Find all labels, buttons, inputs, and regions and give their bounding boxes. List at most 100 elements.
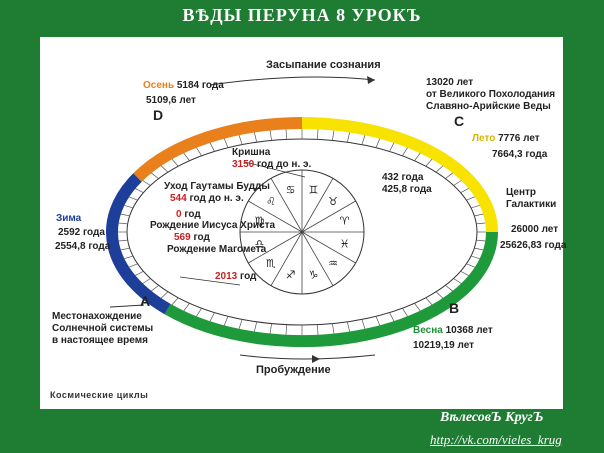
- ring-tick: [135, 188, 144, 194]
- autumn-arc: [133, 117, 303, 182]
- ring-tick: [460, 188, 469, 194]
- ring-tick: [128, 196, 138, 201]
- ring-tick: [196, 147, 202, 157]
- ring-tick: [128, 263, 138, 268]
- ring-tick: [474, 247, 484, 251]
- galactic-years: 26000 лет: [511, 224, 559, 235]
- zodiac-glyph: ♏: [266, 257, 276, 270]
- ring-tick: [453, 278, 462, 284]
- location-line3: в настоящее время: [52, 335, 148, 346]
- ring-tick: [316, 324, 319, 335]
- galaxy-center-line1: Центр: [506, 187, 537, 198]
- ring-tick: [445, 285, 453, 292]
- ring-tick: [285, 324, 288, 335]
- now-suffix: год: [240, 271, 257, 282]
- galactic-alt: 25626,83 года: [500, 240, 567, 251]
- zodiac-divider: [301, 178, 334, 233]
- ring-tick: [361, 319, 366, 329]
- ring-tick: [254, 321, 258, 332]
- ring-tick: [223, 316, 229, 326]
- krishna-date: 3150 год до н. э.: [232, 159, 311, 171]
- summer-alt: 7664,3 года: [492, 149, 548, 160]
- zodiac-dividers: [240, 170, 364, 294]
- bottom-arrow-head: [312, 355, 320, 363]
- ring-tick: [402, 147, 408, 157]
- ring-tick: [142, 180, 151, 186]
- cycle-diagram: ♈♉♊♋♌♍♎♏♐♑♒♓: [106, 76, 498, 363]
- ring-tick: [183, 152, 190, 161]
- mohammed-date: 569 год: [174, 232, 210, 244]
- ring-tick: [238, 319, 243, 329]
- winter-years: 2592 года: [58, 227, 105, 238]
- location-line2: Солнечной системы: [52, 323, 154, 334]
- top-arrow: [209, 76, 376, 86]
- ring-tick: [209, 312, 215, 322]
- ring-tick: [171, 158, 179, 167]
- ring-tick: [160, 291, 169, 299]
- awakening-label: Пробуждение: [256, 364, 331, 376]
- zodiac-glyph: ♊: [308, 183, 318, 196]
- ring-tick: [183, 303, 190, 312]
- zodiac-glyph: ♌: [266, 195, 276, 208]
- cycle-432-line2: 425,8 года: [382, 184, 432, 195]
- source-link[interactable]: http://vk.com/vieles_krug: [430, 432, 562, 447]
- now-date: 2013 год: [215, 271, 256, 283]
- 2013-pointer: [179, 276, 241, 286]
- point-d: D: [153, 107, 164, 123]
- ring-tick: [124, 205, 134, 209]
- zodiac-divider: [301, 231, 334, 286]
- ring-tick: [135, 270, 144, 276]
- zero-year: 0: [176, 209, 182, 220]
- buddha-year: 544: [170, 193, 187, 204]
- ring-tick: [332, 323, 335, 334]
- ring-tick: [414, 303, 421, 312]
- buddha-date: 544 год до н. э.: [170, 193, 244, 205]
- ring-tick: [120, 247, 130, 251]
- winter-name: Зима: [56, 213, 82, 224]
- spring-years: 10368 лет: [445, 325, 493, 336]
- summer-years: 7776 лет: [498, 133, 540, 144]
- now-year: 2013: [215, 271, 238, 282]
- winter-arc: [106, 173, 171, 315]
- location-pointer: [109, 304, 145, 308]
- ring-tick: [389, 312, 395, 322]
- spring-alt: 10219,19 лет: [413, 340, 475, 351]
- ring-tick: [238, 135, 243, 145]
- buddha-suffix: год до н. э.: [189, 193, 244, 204]
- spring-arc: [164, 231, 498, 348]
- zodiac-divider: [270, 178, 303, 233]
- zodiac-divider: [248, 200, 303, 233]
- ring-tick: [124, 255, 134, 259]
- ring-tick: [209, 142, 215, 152]
- mohammed-suffix: год: [193, 232, 210, 243]
- ring-tick: [346, 321, 350, 332]
- zero-date: 0 год: [176, 209, 201, 221]
- ring-tick: [269, 323, 272, 334]
- ring-ticks: [118, 129, 486, 335]
- zodiac-divider: [301, 231, 356, 264]
- galaxy-center-line2: Галактики: [506, 199, 557, 210]
- point-a: A: [140, 293, 151, 309]
- zodiac-glyph: ♉: [328, 195, 338, 208]
- ring-tick: [285, 129, 288, 140]
- cycle-13020-line1: 13020 лет: [426, 77, 474, 88]
- ring-tick: [435, 165, 444, 173]
- ring-tick: [476, 222, 486, 225]
- ring-tick: [160, 165, 169, 173]
- ring-tick: [414, 152, 421, 161]
- spring-name: Весна: [413, 325, 443, 336]
- summer-label: Лето 7776 лет: [472, 133, 540, 145]
- krishna-year: 3150: [232, 159, 255, 170]
- ring-tick: [151, 172, 159, 179]
- ring-tick: [466, 196, 476, 201]
- ring-tick: [425, 297, 433, 306]
- autumn-label: Осень 5184 года: [143, 80, 224, 92]
- signature: ВѣлесовЪ КругЪ: [440, 410, 544, 425]
- winter-alt: 2554,8 года: [55, 241, 111, 252]
- ring-tick: [453, 180, 462, 186]
- zodiac-divider: [270, 231, 303, 286]
- autumn-alt: 5109,6 лет: [146, 95, 196, 106]
- mohammed-year: 569: [174, 232, 191, 243]
- point-b: B: [449, 300, 460, 316]
- cycle-13020-line2: от Великого Похолодания: [426, 89, 556, 100]
